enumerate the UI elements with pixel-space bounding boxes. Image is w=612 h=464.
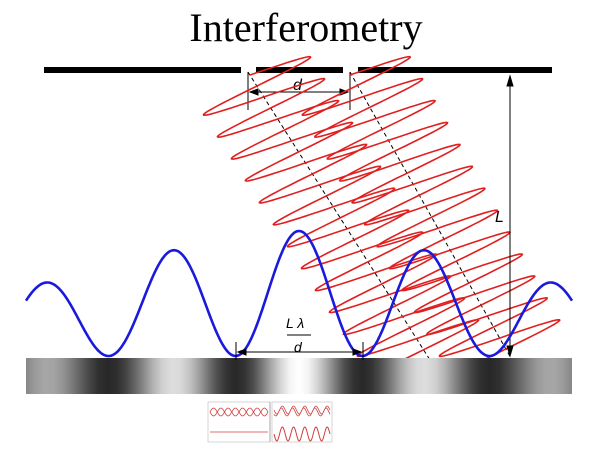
screen-distance-marker: [506, 74, 514, 358]
page-title: Interferometry: [189, 5, 423, 50]
light-waves: [202, 55, 561, 380]
fringe-screen: [26, 358, 572, 394]
intensity-curve: [24, 229, 574, 358]
fringe-spacing-denominator: d: [294, 339, 303, 355]
fringe-spacing-numerator: L λ: [286, 315, 304, 331]
waves-superposition-icon: [207, 401, 271, 443]
screen-distance-label: L: [495, 209, 504, 226]
waves-sum-icon: [271, 401, 333, 443]
fringe-spacing-marker: [235, 334, 364, 360]
ray-lines: [247, 71, 513, 361]
wave-train: [202, 55, 480, 380]
wave-train: [301, 55, 561, 380]
